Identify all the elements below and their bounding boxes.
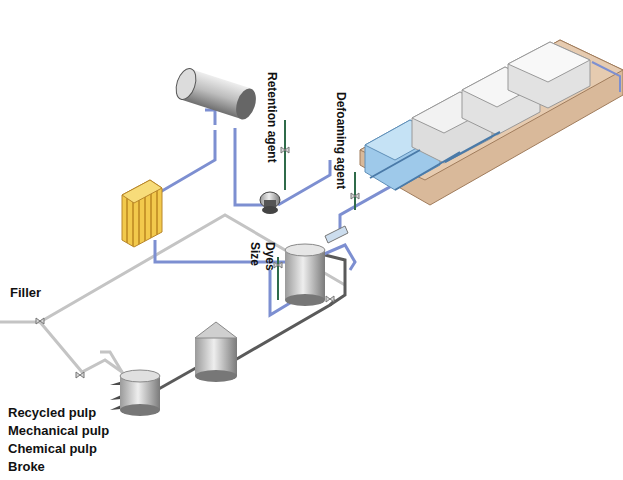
- fan-pump: [260, 192, 280, 214]
- deaeration-tank: [172, 66, 259, 122]
- machine-chest: [195, 322, 237, 382]
- mixing-chest: [120, 370, 160, 416]
- paper-machine: [360, 40, 623, 205]
- input-label: Mechanical pulp: [8, 423, 109, 439]
- input-label: Broke: [8, 459, 45, 475]
- chemical-label: Defoaming agent: [334, 92, 348, 189]
- chemical-label: Size: [248, 242, 262, 266]
- blend-chest: [285, 226, 348, 306]
- pressure-screen: [122, 180, 162, 247]
- input-label: Chemical pulp: [8, 441, 97, 457]
- input-label: Recycled pulp: [8, 405, 96, 421]
- chemical-label: Retention agent: [265, 72, 279, 163]
- input-label: Filler: [10, 285, 41, 301]
- chemical-label: Dyes: [263, 242, 277, 271]
